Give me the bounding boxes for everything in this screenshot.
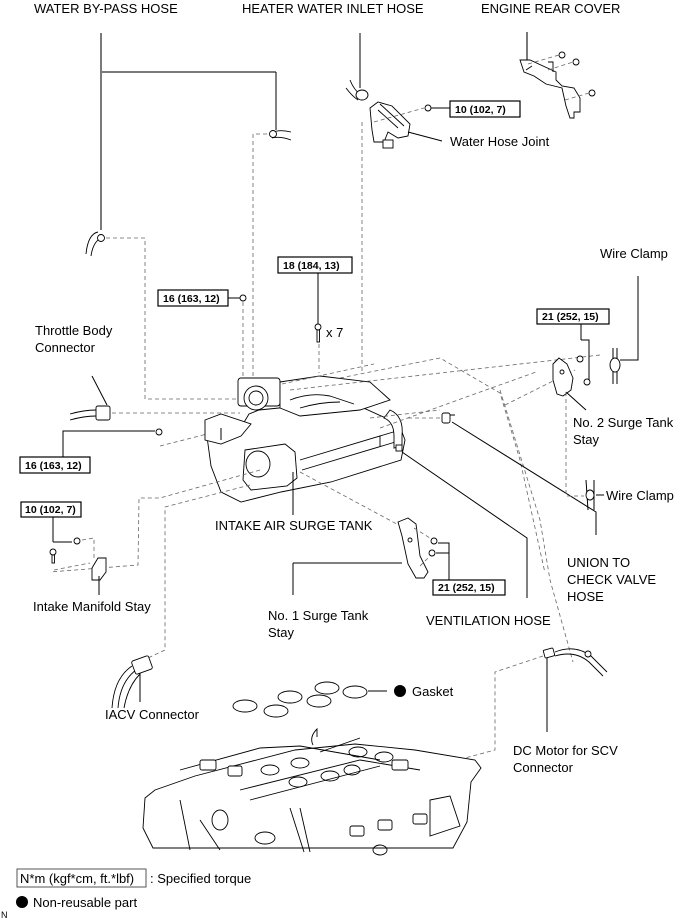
label-wire-clamp-upper: Wire Clamp: [600, 246, 668, 261]
dash-water-joint-bolt: [373, 107, 425, 123]
dc-motor-scv-connector-icon: [542, 647, 608, 677]
label-engine-rear-cover: ENGINE REAR COVER: [481, 1, 620, 16]
heater-water-inlet-hose-icon: [345, 79, 369, 101]
torque-no1-stay: 21 (252, 15): [438, 582, 495, 594]
label-gasket: Gasket: [412, 684, 454, 699]
label-no1-stay-2: Stay: [268, 625, 295, 640]
label-intake-air-surge-tank: INTAKE AIR SURGE TANK: [215, 518, 373, 533]
legend-non-reusable: Non-reusable part: [33, 895, 137, 910]
water-bypass-hose-lower-icon: [85, 231, 105, 257]
label-iacv-connector: IACV Connector: [105, 707, 200, 722]
lower-nut-icon: [155, 428, 163, 436]
label-intake-manifold-stay: Intake Manifold Stay: [33, 599, 151, 614]
ventilation-hose-leader: [401, 451, 528, 598]
label-union-1: UNION TO: [567, 555, 630, 570]
manifold-stay-bolt-icons: [49, 537, 81, 564]
label-water-hose-joint: Water Hose Joint: [450, 134, 550, 149]
label-ventilation-hose: VENTILATION HOSE: [426, 613, 551, 628]
throttle-connector-leader: [91, 375, 108, 406]
torque-box-lower-nut: [19, 456, 91, 474]
manifold-stay-leader: [52, 517, 72, 543]
no2-surge-tank-stay-icon: [552, 357, 574, 397]
legend-torque-desc: : Specified torque: [150, 871, 251, 886]
label-no2-stay-2: Stay: [573, 432, 600, 447]
surge-tank-bolt-icon: [314, 323, 322, 343]
non-reusable-gasket-icon: [394, 685, 406, 697]
union-leader: [451, 421, 597, 535]
dash-tank-to-iacv: [147, 484, 251, 659]
label-throttle-body-2: Connector: [35, 340, 96, 355]
label-water-bypass-hose: WATER BY-PASS HOSE: [34, 1, 178, 16]
label-wire-clamp-lower: Wire Clamp: [606, 488, 674, 503]
gasket-icon: [232, 681, 368, 718]
label-union-2: CHECK VALVE: [567, 572, 656, 587]
torque-box-no1-stay: [432, 579, 506, 596]
dash-manifold-stay: [53, 537, 95, 571]
torque-box-manifold-stay: [20, 501, 82, 518]
wire-clamp-upper-icon: [609, 348, 621, 384]
label-no2-stay-1: No. 2 Surge Tank: [573, 415, 674, 430]
wire-clamp-lower-icon: [585, 479, 595, 511]
wire-clamp-upper-leader: [620, 276, 639, 361]
torque-box-water-hose-joint: [449, 100, 521, 118]
throttle-body-connector-icon: [69, 405, 111, 421]
water-hose-joint-icon: [369, 101, 443, 149]
dash-tank-to-clamp: [281, 354, 601, 391]
dash-bypass-upper: [252, 133, 267, 395]
dash-lower-nut: [159, 431, 216, 447]
label-no1-stay-1: No. 1 Surge Tank: [268, 608, 369, 623]
torque-no2-stay: 21 (252, 15): [542, 311, 599, 323]
dash-tank-to-stay2: [369, 371, 537, 429]
engine-rear-cover-icon: [519, 51, 596, 119]
engine-block-icon: [142, 727, 482, 856]
intake-air-surge-tank-icon: [204, 375, 406, 503]
legend-torque-box: [16, 868, 147, 888]
label-dc-motor-scv-2: Connector: [513, 760, 574, 775]
union-check-valve-icon: [441, 412, 455, 424]
no1-stay-bolt-icons: [428, 537, 438, 557]
iacv-connector-icon: [111, 655, 153, 709]
intake-manifold-stay-icon: [91, 557, 107, 581]
torque-manifold-stay: 10 (102, 7): [25, 504, 76, 516]
dash-bypass-lower: [106, 237, 240, 400]
no2-stay-leader: [580, 324, 590, 382]
upper-nut-icon: [239, 294, 247, 302]
label-throttle-body-1: Throttle Body: [35, 323, 113, 338]
dash-tank-to-ventilation: [339, 357, 546, 574]
corner-mark: N: [1, 910, 8, 920]
dash-rear-cover-bolts: [527, 54, 590, 101]
no1-stay-torque-leader: [436, 542, 450, 582]
label-heater-water-inlet-hose: HEATER WATER INLET HOSE: [242, 1, 424, 16]
dash-to-wire-clamp-lower: [565, 392, 584, 497]
torque-lower-nut: 16 (163, 12): [25, 460, 82, 472]
label-union-3: HOSE: [567, 589, 604, 604]
water-bypass-hose-upper-icon: [269, 130, 292, 141]
dash-no1-stay: [413, 527, 431, 567]
legend-torque-unit: N*m (kgf*cm, ft.*lbf): [20, 871, 134, 886]
torque-box-surge-tank-bolts: [277, 256, 353, 274]
no1-surge-tank-stay-icon: [397, 517, 429, 579]
no2-stay-bolt-icons: [576, 355, 591, 386]
dash-to-scv: [499, 389, 574, 663]
legend-non-reusable-icon: [16, 896, 28, 908]
torque-upper-nut: 16 (163, 12): [163, 293, 220, 305]
label-bolt-qty: x 7: [326, 325, 343, 340]
lower-nut-leader: [62, 430, 155, 457]
no2-stay-pointer: [565, 391, 587, 411]
torque-box-no2-stay: [536, 308, 610, 325]
torque-water-hose-joint: 10 (102, 7): [455, 104, 506, 116]
water-bypass-hose-leader: [100, 33, 277, 230]
bolt-icon: [424, 104, 450, 112]
label-dc-motor-scv-1: DC Motor for SCV: [513, 743, 618, 758]
torque-surge-tank-bolts: 18 (184, 13): [283, 260, 340, 272]
